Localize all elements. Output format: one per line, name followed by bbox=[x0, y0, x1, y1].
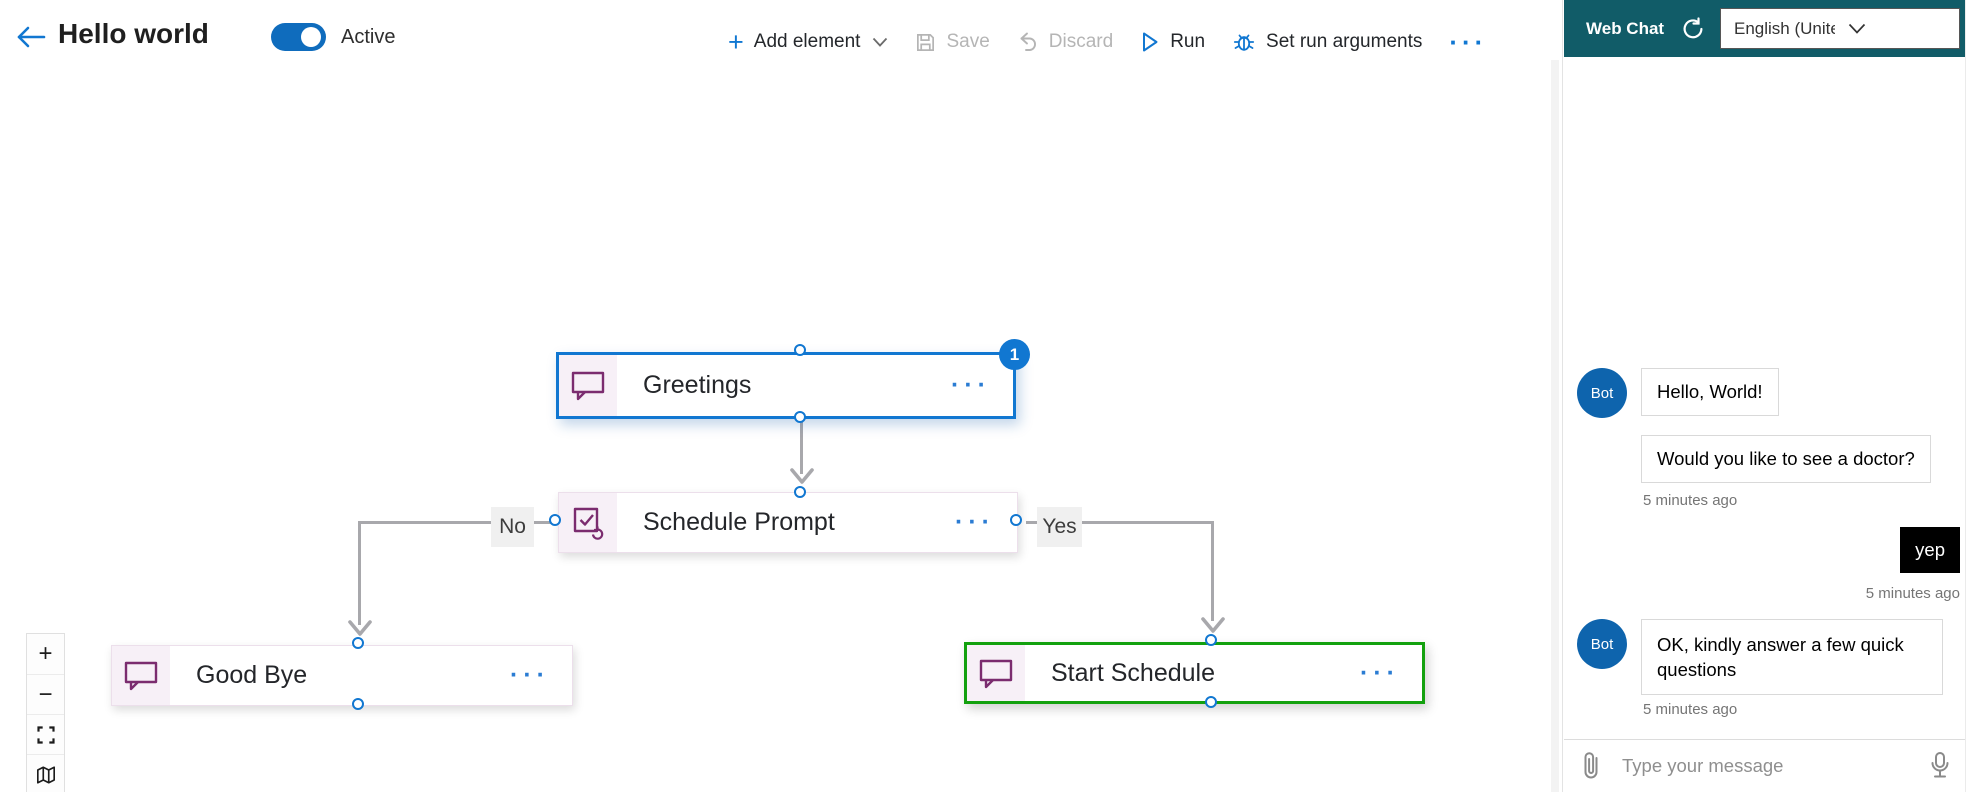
active-toggle[interactable] bbox=[271, 23, 326, 51]
node-label: Good Bye bbox=[196, 661, 308, 689]
port-startschedule-top[interactable] bbox=[1205, 634, 1217, 646]
speech-bubble-icon bbox=[569, 369, 607, 402]
bot-message-bubble: Hello, World! bbox=[1641, 368, 1779, 416]
back-button[interactable] bbox=[14, 22, 48, 52]
plus-icon: + bbox=[728, 27, 744, 57]
toggle-knob bbox=[301, 27, 321, 47]
speech-bubble-icon bbox=[122, 659, 160, 692]
port-greetings-top[interactable] bbox=[794, 344, 806, 356]
set-run-arguments-button[interactable]: Set run arguments bbox=[1232, 30, 1422, 54]
active-toggle-label: Active bbox=[341, 26, 396, 48]
port-greetings-bottom[interactable] bbox=[794, 411, 806, 423]
bug-icon bbox=[1232, 30, 1256, 54]
port-schedule-top[interactable] bbox=[794, 486, 806, 498]
port-goodbye-bottom[interactable] bbox=[352, 698, 364, 710]
add-element-button[interactable]: + Add element bbox=[728, 27, 888, 57]
back-arrow-icon bbox=[15, 24, 47, 50]
map-icon bbox=[35, 765, 57, 785]
save-icon bbox=[915, 32, 936, 53]
node-icon-cell bbox=[559, 493, 617, 552]
chevron-down-icon bbox=[1848, 23, 1949, 35]
plus-icon: + bbox=[38, 640, 53, 667]
node-menu-icon[interactable]: ··· bbox=[510, 661, 550, 689]
save-button[interactable]: Save bbox=[915, 31, 990, 53]
run-button[interactable]: Run bbox=[1140, 31, 1205, 53]
refresh-icon[interactable] bbox=[1680, 16, 1706, 42]
run-label: Run bbox=[1170, 31, 1206, 52]
discard-button[interactable]: Discard bbox=[1017, 31, 1113, 53]
more-commands-button[interactable]: ··· bbox=[1449, 27, 1487, 58]
zoom-out-button[interactable]: − bbox=[27, 674, 64, 714]
port-schedule-right[interactable] bbox=[1010, 514, 1022, 526]
fit-screen-icon bbox=[36, 725, 56, 745]
node-icon-cell bbox=[967, 645, 1025, 701]
fit-to-screen-button[interactable] bbox=[27, 714, 64, 754]
webchat-header: Web Chat English (United States) bbox=[1564, 0, 1966, 57]
canvas-zoom-controls: + − bbox=[26, 633, 65, 792]
set-run-arguments-label: Set run arguments bbox=[1266, 31, 1423, 52]
play-icon bbox=[1140, 31, 1160, 53]
language-dropdown[interactable]: English (United States) bbox=[1720, 8, 1960, 49]
bot-avatar: Bot bbox=[1577, 368, 1627, 418]
page-title: Hello world bbox=[58, 18, 209, 49]
port-goodbye-top[interactable] bbox=[352, 637, 364, 649]
port-startschedule-bottom[interactable] bbox=[1205, 696, 1217, 708]
node-greetings[interactable]: Greetings ··· 1 bbox=[556, 339, 1030, 419]
message-timestamp: 5 minutes ago bbox=[1865, 585, 1960, 602]
node-label: Schedule Prompt bbox=[643, 508, 835, 536]
bot-message-bubble: Would you like to see a doctor? bbox=[1641, 435, 1931, 483]
speech-bubble-icon bbox=[977, 657, 1015, 690]
edge-yes-horizontal bbox=[1026, 521, 1213, 524]
arrow-down-icon bbox=[789, 468, 815, 485]
node-menu-icon[interactable]: ··· bbox=[1360, 658, 1400, 687]
bot-message-bubble: OK, kindly answer a few quick questions bbox=[1641, 619, 1943, 695]
node-good-bye[interactable]: Good Bye ··· bbox=[111, 645, 573, 706]
edge-no-vertical bbox=[358, 521, 361, 625]
edge-yes-vertical bbox=[1211, 521, 1214, 621]
message-input[interactable] bbox=[1622, 755, 1928, 777]
node-menu-icon[interactable]: ··· bbox=[951, 371, 991, 399]
chevron-down-icon bbox=[872, 37, 888, 48]
node-menu-icon[interactable]: ··· bbox=[955, 508, 995, 536]
webchat-panel: Web Chat English (United States) Bot Hel… bbox=[1562, 0, 1976, 792]
undo-icon bbox=[1017, 31, 1039, 53]
node-start-schedule[interactable]: Start Schedule ··· bbox=[964, 642, 1425, 704]
save-label: Save bbox=[946, 31, 990, 52]
webchat-title: Web Chat bbox=[1586, 18, 1665, 38]
toolbar: + Add element Save bbox=[728, 22, 1487, 62]
edge-label-no: No bbox=[491, 507, 534, 547]
zoom-in-button[interactable]: + bbox=[27, 634, 64, 674]
edge-greetings-schedule bbox=[800, 419, 803, 474]
add-element-label: Add element bbox=[753, 31, 861, 52]
node-label: Greetings bbox=[643, 371, 752, 399]
message-timestamp: 5 minutes ago bbox=[1643, 492, 1738, 509]
microphone-icon[interactable] bbox=[1928, 750, 1952, 782]
node-icon-cell bbox=[559, 355, 617, 416]
arrow-down-icon bbox=[347, 620, 373, 637]
node-schedule-prompt[interactable]: Schedule Prompt ··· bbox=[558, 492, 1018, 553]
minimap-button[interactable] bbox=[27, 754, 64, 792]
edge-no-horizontal bbox=[358, 521, 551, 524]
chat-input-bar bbox=[1564, 739, 1966, 792]
prompt-checkbox-icon bbox=[570, 505, 606, 541]
flow-canvas[interactable]: Hello world Active + Add element Save bbox=[0, 0, 1562, 792]
port-schedule-left[interactable] bbox=[549, 514, 561, 526]
bot-avatar: Bot bbox=[1577, 619, 1627, 669]
selection-badge: 1 bbox=[999, 339, 1030, 370]
more-icon: ··· bbox=[1449, 26, 1488, 57]
message-timestamp: 5 minutes ago bbox=[1643, 701, 1738, 718]
arrow-down-icon bbox=[1200, 617, 1226, 634]
user-message-bubble: yep bbox=[1900, 527, 1960, 573]
edge-label-yes: Yes bbox=[1037, 507, 1082, 547]
canvas-scrollbar[interactable] bbox=[1551, 60, 1559, 792]
minus-icon: − bbox=[38, 680, 53, 708]
discard-label: Discard bbox=[1048, 31, 1114, 52]
chat-scrollbar[interactable] bbox=[1965, 0, 1976, 792]
attachment-paperclip-icon[interactable] bbox=[1580, 750, 1602, 782]
node-label: Start Schedule bbox=[1051, 658, 1215, 687]
node-icon-cell bbox=[112, 646, 170, 705]
language-selected-value: English (United States) bbox=[1734, 18, 1835, 38]
